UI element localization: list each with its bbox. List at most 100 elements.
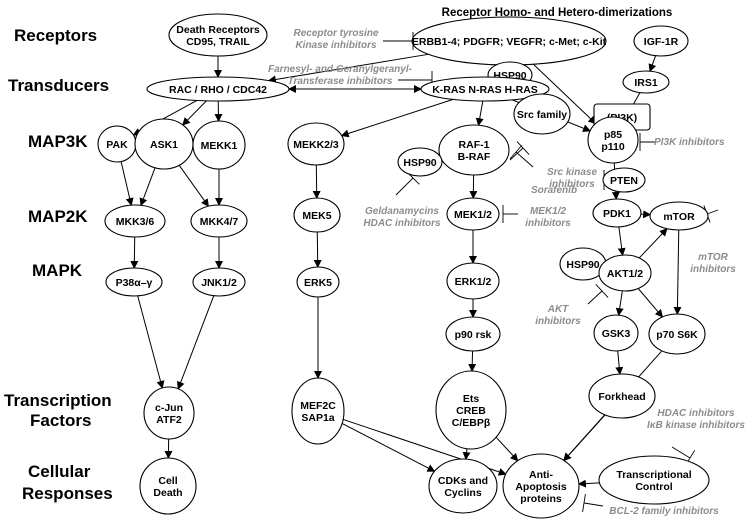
- edge-jnk-to-cjun: [176, 295, 215, 390]
- edge-ets-to-anti_apop: [495, 436, 519, 462]
- edge-erbb-to-rac: [267, 53, 429, 84]
- edge-gsk3-to-forkhead: [615, 350, 624, 376]
- node-jnk: JNK1/2: [192, 267, 246, 297]
- node-shape: [446, 197, 500, 231]
- inhibitor-label: Geldanamycins: [365, 206, 439, 217]
- node-label: Transcriptional: [616, 469, 691, 481]
- row-labels: Receptors Transducers MAP3K MAP2K MAPK T…: [4, 26, 113, 503]
- node-shape: [293, 197, 341, 233]
- node-mtor: mTOR: [649, 201, 709, 231]
- node-forkhead: Forkhead: [588, 373, 656, 419]
- node-label: ERK5: [304, 277, 332, 289]
- diagram-title: Receptor Homo- and Hetero-dimerizations: [442, 7, 673, 19]
- inhibitor-label: inhibitors: [690, 264, 736, 275]
- row-label-tf-2: Factors: [30, 411, 91, 430]
- node-label: P38α–γ: [116, 277, 153, 289]
- node-label: Src family: [517, 109, 567, 121]
- row-label-mapk: MAPK: [32, 261, 83, 280]
- inhibitor-line-src: [509, 147, 524, 161]
- node-shape: [190, 204, 248, 238]
- node-label: MEF2C: [300, 400, 336, 412]
- node-label: Forkhead: [598, 391, 645, 403]
- node-label: MKK3/6: [116, 216, 155, 228]
- inhibitor-label: BCL-2 family inhibitors: [609, 506, 719, 517]
- node-p38: P38α–γ: [105, 267, 163, 297]
- node-label: Death: [153, 487, 182, 499]
- node-mek12: MEK1/2: [446, 197, 500, 231]
- node-label: mTOR: [663, 211, 695, 223]
- node-erk5: ERK5: [296, 266, 340, 298]
- inhibitor-label: IκB kinase inhibitors: [647, 420, 745, 431]
- node-shape: [633, 25, 689, 57]
- node-label: MKK4/7: [200, 216, 239, 228]
- node-shape: [192, 120, 246, 170]
- row-label-transducers: Transducers: [8, 76, 109, 95]
- node-shape: [446, 262, 500, 300]
- node-shape: [598, 455, 710, 505]
- edge-mtor-to-p70s6k: [673, 229, 682, 316]
- node-label: ERBB1-4; PDGFR; VEGFR; c-Met; c-Kit: [412, 36, 607, 48]
- inhibitor-label: Transferase inhibitors: [288, 76, 393, 87]
- node-label: p110: [601, 141, 625, 153]
- node-label: Apoptosis: [515, 481, 566, 493]
- edge-erbb-to-p85: [533, 63, 597, 125]
- node-shape: [146, 76, 290, 102]
- node-mkk47: MKK4/7: [190, 204, 248, 238]
- node-shape: [622, 70, 670, 94]
- node-shape: [502, 453, 580, 519]
- node-shape: [445, 316, 501, 352]
- edge-igf1r-to-irs1: [648, 55, 657, 73]
- edge-ask1-to-mkk36: [139, 167, 156, 207]
- node-label: Control: [635, 481, 672, 493]
- node-label: MEK5: [302, 210, 331, 222]
- inhibitor-label: Sorafenib: [531, 185, 577, 196]
- inhibitor-label: mTOR: [698, 252, 729, 263]
- node-label: RAC / RHO / CDC42: [169, 84, 267, 96]
- node-label: JNK1/2: [201, 277, 237, 289]
- node-gsk3: GSK3: [593, 314, 639, 352]
- inhibitor-line-bcl2: [583, 502, 604, 507]
- inhibitor-bcl2: BCL-2 family inhibitors: [609, 506, 719, 517]
- node-label: CD95, TRAIL: [186, 36, 250, 48]
- inhibitor-bar-src: [516, 141, 530, 155]
- inhibitor-label: Farnesyl- and Geranylgeranyl-: [268, 64, 413, 75]
- node-label: ERK1/2: [455, 276, 492, 288]
- inhibitor-bar-bcl2: [582, 494, 586, 512]
- edge-pdk1-to-akt: [617, 226, 626, 257]
- inhibitor-line-sorafenib: [515, 151, 534, 168]
- node-label: PDK1: [603, 208, 631, 220]
- node-p90rsk: p90 rsk: [445, 316, 501, 352]
- node-kras: K-RAS N-RAS H-RAS: [420, 76, 550, 102]
- inhibitor-label: inhibitors: [525, 218, 571, 229]
- row-label-map2k: MAP2K: [28, 207, 88, 226]
- node-label: ATF2: [156, 414, 182, 426]
- node-erbb: ERBB1-4; PDGFR; VEGFR; c-Met; c-Kit: [411, 16, 607, 66]
- node-label: Ets: [463, 393, 480, 405]
- inhibitor-line-akt: [587, 290, 603, 305]
- node-label: MEKK2/3: [293, 139, 339, 151]
- node-label: C/EBPβ: [452, 417, 491, 429]
- edge-mef2c-to-cdks: [341, 423, 436, 472]
- node-p70s6k: p70 S6K: [648, 313, 706, 355]
- node-label: MEK1/2: [454, 209, 492, 221]
- inhibitor-sorafenib: Sorafenib: [531, 185, 577, 196]
- node-label: Death Receptors: [176, 24, 260, 36]
- node-shape: [588, 373, 656, 419]
- node-igf1r: IGF-1R: [633, 25, 689, 57]
- inhibitor-label: HDAC inhibitors: [363, 218, 441, 229]
- node-rac: RAC / RHO / CDC42: [146, 76, 290, 102]
- node-label: PTEN: [610, 175, 638, 187]
- edge-ets-to-cdks: [462, 448, 471, 461]
- row-label-map3k: MAP3K: [28, 132, 88, 151]
- node-label: c-Jun: [155, 402, 183, 414]
- inhibitor-label: inhibitors: [535, 316, 581, 327]
